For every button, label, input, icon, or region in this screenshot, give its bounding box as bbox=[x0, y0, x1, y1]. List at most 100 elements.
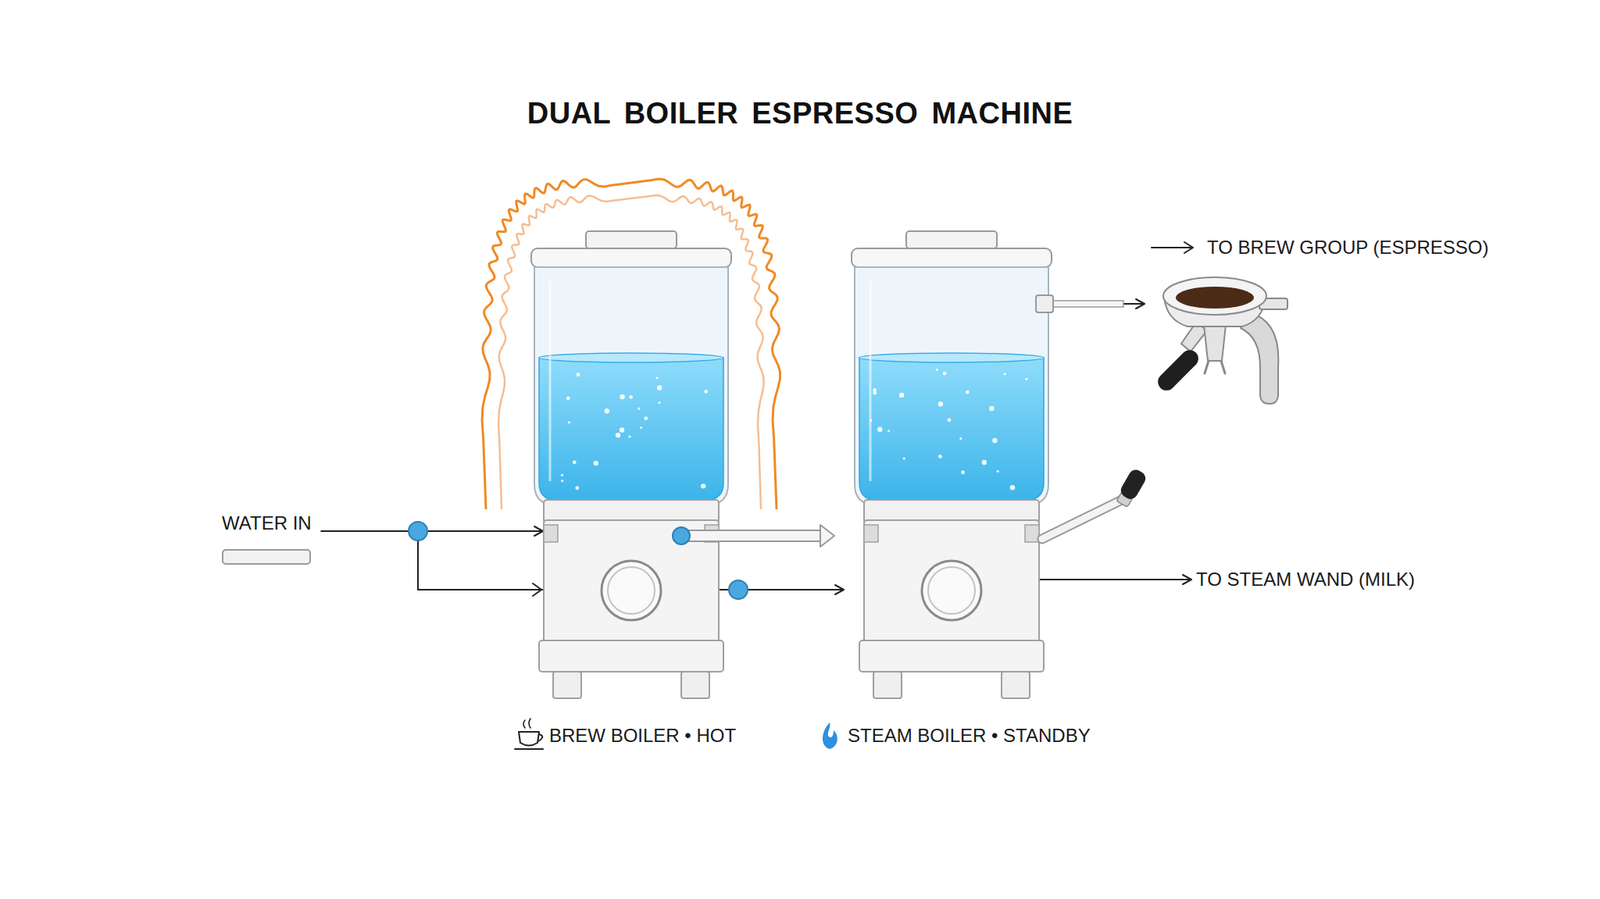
water-bubble bbox=[887, 429, 890, 433]
cup-icon bbox=[514, 718, 543, 750]
water-bubble bbox=[947, 417, 952, 422]
water-bubble bbox=[639, 426, 643, 429]
outlet-node: TO STEAM WAND (MILK) bbox=[1191, 564, 1420, 595]
water-bubble bbox=[703, 389, 708, 394]
transfer-pipe-part bbox=[820, 525, 835, 547]
steam-lever-part-part bbox=[1117, 467, 1148, 502]
portafilter-part-part bbox=[1154, 346, 1203, 395]
brew-outlet-stub-part bbox=[1035, 295, 1054, 313]
water-bubble bbox=[657, 385, 662, 390]
water-bubble bbox=[1010, 485, 1015, 490]
water-bubble bbox=[615, 432, 621, 438]
boiler-node: STEAM BOILER • STANDBY bbox=[843, 226, 1100, 754]
water-bubble bbox=[593, 460, 599, 466]
diagram-title: DUAL BOILER ESPRESSO MACHINE bbox=[0, 96, 1600, 131]
water-bubble bbox=[560, 474, 564, 477]
junction-dots-part bbox=[408, 521, 428, 541]
inlet-bar bbox=[221, 549, 311, 565]
cup-icon-part bbox=[518, 732, 540, 747]
water-bubble bbox=[628, 395, 633, 400]
brew-outlet-stub-part bbox=[1053, 300, 1124, 308]
steam-outlet-stub bbox=[1039, 579, 1125, 581]
water-bubble bbox=[700, 483, 706, 489]
water-bubble bbox=[619, 394, 625, 400]
steam-lever-part bbox=[1042, 500, 1122, 540]
transfer-pipe-part bbox=[672, 527, 690, 545]
portafilter-part bbox=[1204, 360, 1225, 374]
node-label: TO BREW GROUP (ESPRESSO) bbox=[1207, 235, 1490, 260]
water-bubble bbox=[938, 454, 943, 459]
water-bubble bbox=[628, 435, 631, 438]
steam-lever-part bbox=[1114, 467, 1148, 509]
flame-icon-part bbox=[822, 722, 838, 750]
inlet-node: WATER IN bbox=[221, 511, 322, 565]
steam-lever bbox=[1042, 467, 1149, 540]
water-bubble bbox=[989, 406, 994, 411]
cup-icon-part bbox=[538, 734, 543, 742]
water-bubble bbox=[576, 372, 581, 377]
brew-boiler-drawing bbox=[531, 231, 732, 699]
cup-icon-part bbox=[514, 748, 543, 750]
junction-dots bbox=[408, 521, 748, 600]
water-bubble bbox=[899, 392, 904, 398]
boiler-node: BREW BOILER • HOT bbox=[542, 226, 747, 754]
boiler-caption: BREW BOILER • HOT bbox=[549, 724, 736, 748]
water-bubbles bbox=[560, 368, 1029, 491]
water-bubble bbox=[965, 390, 970, 395]
water-bubble bbox=[1025, 378, 1028, 381]
water-bubble bbox=[637, 407, 640, 411]
steam-boiler-drawing-part bbox=[851, 231, 1052, 699]
water-bubble bbox=[1003, 372, 1006, 375]
node-label: WATER IN bbox=[221, 511, 312, 536]
water-bubble bbox=[560, 479, 564, 483]
portafilter-part bbox=[1240, 312, 1279, 404]
steam-outlet-stub-part bbox=[1039, 578, 1125, 581]
node-label: TO STEAM WAND (MILK) bbox=[1196, 567, 1415, 592]
brew-group-pointer-part bbox=[1151, 242, 1193, 254]
water-bubble bbox=[575, 485, 579, 490]
junction-dots-part bbox=[532, 583, 542, 597]
water-bubble bbox=[877, 426, 883, 432]
portafilter-part bbox=[1154, 346, 1203, 395]
water-bubble bbox=[567, 421, 571, 424]
water-bubble bbox=[572, 460, 577, 465]
water-bubble bbox=[566, 396, 571, 400]
water-bubble bbox=[903, 457, 906, 460]
water-bubble bbox=[959, 437, 962, 440]
outlet-node: TO BREW GROUP (ESPRESSO) bbox=[1144, 232, 1499, 413]
water-bubble bbox=[982, 460, 987, 465]
water-bubble bbox=[643, 416, 648, 421]
transfer-pipe bbox=[672, 525, 835, 547]
portafilter-part bbox=[1163, 277, 1267, 315]
water-bubble bbox=[655, 376, 658, 379]
portafilter bbox=[1154, 277, 1288, 404]
flame-icon bbox=[822, 722, 838, 750]
brew-boiler-drawing-part bbox=[531, 231, 732, 699]
water-bubble bbox=[935, 368, 939, 372]
water-bubble bbox=[992, 438, 997, 443]
portafilter-part bbox=[1175, 286, 1254, 309]
portafilter-part bbox=[1203, 325, 1226, 361]
brew-outlet-stub bbox=[1035, 295, 1124, 313]
transfer-pipe-part bbox=[681, 530, 822, 542]
title-layer: DUAL BOILER ESPRESSO MACHINE bbox=[0, 96, 1600, 131]
steam-boiler-drawing bbox=[851, 231, 1052, 699]
cup-icon-part bbox=[523, 718, 531, 729]
water-bubble bbox=[996, 470, 1000, 473]
water-bubble bbox=[938, 401, 943, 407]
water-bubble bbox=[872, 391, 877, 396]
boiler-caption: STEAM BOILER • STANDBY bbox=[847, 724, 1091, 748]
water-bubble bbox=[604, 408, 610, 414]
water-bubble bbox=[960, 470, 965, 475]
water-bubble bbox=[657, 401, 661, 404]
steam-lever-part bbox=[1042, 500, 1122, 540]
water-bubble bbox=[942, 371, 947, 376]
brew-group-pointer bbox=[1151, 242, 1193, 254]
junction-dots-part bbox=[728, 580, 748, 600]
water-bubble bbox=[619, 427, 625, 433]
water-bubble bbox=[869, 419, 872, 422]
